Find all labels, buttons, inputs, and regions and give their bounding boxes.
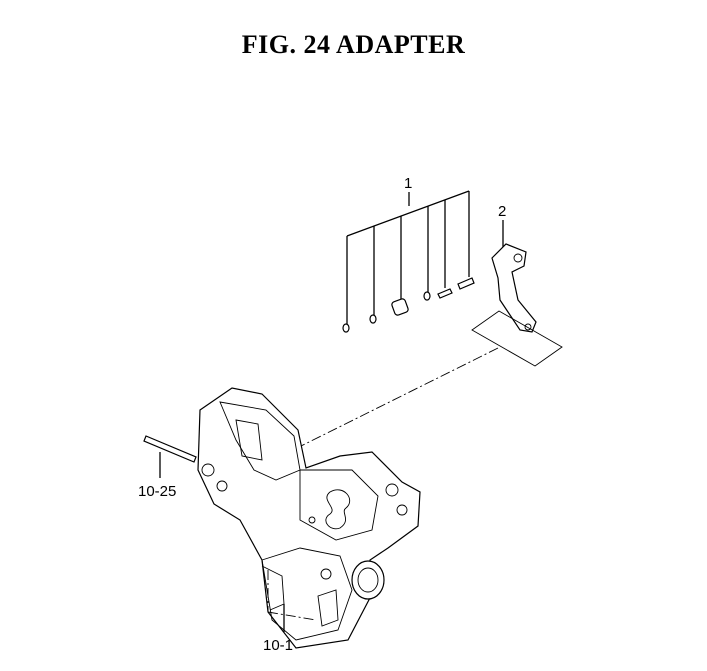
part-2-lever: 2 — [471, 203, 563, 367]
assembly-center-line — [296, 347, 499, 449]
callout-1-bracket — [346, 190, 470, 237]
housing-outline — [197, 387, 421, 649]
spring — [437, 288, 453, 299]
snap-ring — [342, 323, 350, 333]
callout-2: 2 — [498, 203, 506, 220]
washer — [369, 314, 377, 324]
part-10-1: 10-1 — [263, 604, 293, 654]
figure-title: FIG. 24 ADAPTER — [241, 30, 466, 59]
callout-1: 1 — [404, 175, 412, 192]
callout-10-25: 10-25 — [138, 483, 176, 500]
part-1-assembly: 1 — [342, 175, 475, 333]
part-10-25-pin: 10-25 — [138, 435, 197, 500]
pin-bolt — [457, 277, 475, 290]
dowel-pin — [143, 435, 197, 463]
mounting-plane — [471, 310, 563, 367]
port-boss — [351, 560, 385, 600]
callout-10-1: 10-1 — [263, 637, 293, 654]
o-ring — [423, 291, 431, 301]
lever-body — [491, 243, 537, 333]
gear-case-housing — [197, 387, 421, 649]
bushing — [391, 298, 409, 316]
